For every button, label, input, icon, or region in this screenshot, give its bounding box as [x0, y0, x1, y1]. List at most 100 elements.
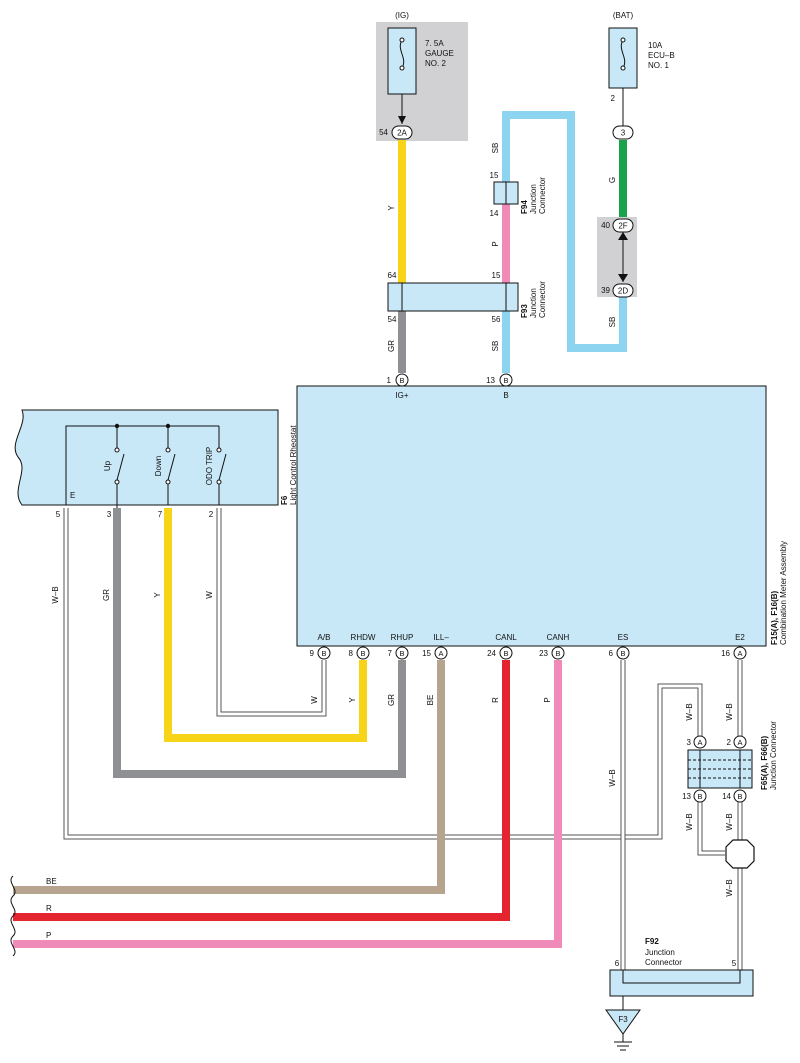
f92-pin-right: 5	[732, 959, 737, 968]
splice-point	[725, 839, 755, 869]
f92-pin-left: 6	[615, 959, 620, 968]
pin-connector-label: B	[503, 376, 508, 385]
ground-triangle	[605, 1009, 641, 1035]
wire-label-y-left: Y	[153, 592, 162, 598]
f94-name2: Connector	[538, 177, 547, 214]
f6-box	[14, 409, 279, 506]
meter-top-pin: 13 B B	[486, 373, 513, 400]
bat-pin-top: 2	[611, 94, 616, 103]
arrow-up-icon	[618, 232, 628, 240]
f94-junction-connector: 15 14 F94 Junction Connector	[490, 171, 547, 218]
f6-light-control-rheostat: Up Down ODO TRIP E 5 3 7 2 F6 Light Cont…	[14, 409, 298, 519]
pin-number: 3	[687, 738, 692, 747]
ig-connector-label: 2A	[397, 129, 407, 138]
pin-number: 15	[422, 649, 431, 658]
pin-connector-label: A	[438, 649, 443, 658]
wavy-break-icon	[10, 875, 16, 957]
switch-down: Down	[154, 426, 176, 505]
f93-code: F93	[520, 304, 529, 318]
pin-number: 24	[487, 649, 496, 658]
ig-fuse-name1: GAUGE	[425, 49, 454, 58]
meter-name: Combination Meter Assembly	[779, 541, 788, 645]
pin-connector	[499, 646, 513, 660]
wire-label-w-ab: W	[310, 696, 319, 704]
wire-label-wb-es: W–B	[608, 769, 617, 786]
inline-top-pin: 40	[601, 221, 610, 230]
ig-fuse: (IG) 7. 5A GAUGE NO. 2 54 2A	[379, 11, 454, 140]
switch-down-label: Down	[154, 456, 163, 476]
meter-box	[296, 385, 767, 647]
bat-fuse-box	[608, 27, 638, 89]
pin-number: 9	[310, 649, 315, 658]
f92-junction-connector: F92 Junction Connector 6 5	[609, 937, 754, 997]
f65-code: F65(A), F66(B)	[760, 735, 769, 790]
pin-connector	[733, 646, 747, 660]
f6-pin-3: 3	[107, 510, 112, 519]
wire-label-sb-right: SB	[608, 317, 617, 328]
f94-pin-bot: 14	[490, 209, 499, 218]
pin-label: E2	[735, 633, 745, 642]
wire-label-be: BE	[426, 695, 435, 706]
pin-connector	[733, 789, 747, 803]
pin-connector	[395, 373, 409, 387]
offpage-connectors: BE R P	[10, 875, 57, 957]
wire-label-wb-e2: W–B	[725, 703, 734, 720]
ig-connector	[391, 125, 413, 140]
bat-fuse-name2: NO. 1	[648, 61, 669, 70]
pin-connector-label: B	[697, 792, 702, 801]
pin-connector-label: A	[697, 738, 702, 747]
pin-connector	[499, 373, 513, 387]
f92-name1: Junction	[645, 948, 675, 957]
f93-name1: Junction	[529, 288, 538, 318]
wire-label-p-canh: P	[543, 697, 552, 702]
wire-label-sb-mid: SB	[491, 341, 500, 352]
f65-name: Junction Connector	[769, 721, 778, 790]
wire-label-gr-top: GR	[387, 340, 396, 352]
f6-pin-2: 2	[209, 510, 214, 519]
pin-connector	[551, 646, 565, 660]
pin-number: 2	[727, 738, 732, 747]
pin-label: A/B	[318, 633, 331, 642]
bat-fuse-amp: 10A	[648, 41, 663, 50]
wire-label-r: R	[491, 697, 500, 703]
pin-label: RHUP	[391, 633, 414, 642]
wire-ill-tan	[13, 660, 445, 894]
switch-up: Up	[103, 426, 125, 505]
pin-number: 7	[388, 649, 393, 658]
pin-label: RHDW	[351, 633, 376, 642]
fuse-icon	[620, 39, 626, 69]
inline-connector: 40 2F 39 2D	[601, 218, 634, 298]
f93-junction-connector: 64 15 54 56 F93 Junction Connector	[387, 271, 547, 324]
wire-ab-white	[217, 508, 326, 716]
fuse-icon	[399, 39, 405, 69]
f6-e-label: E	[70, 491, 75, 500]
pin-label: CANH	[547, 633, 570, 642]
f93-pin-bl: 54	[388, 315, 397, 324]
pin-connector	[356, 646, 370, 660]
ig-fuse-name2: NO. 2	[425, 59, 446, 68]
meter-code: F15(A), F16(B)	[770, 590, 779, 645]
pin-connector-label: B	[737, 792, 742, 801]
wire-f65-13-outline	[697, 800, 725, 856]
wire-label-wb-f65-13: W–B	[685, 813, 694, 830]
wire-label-wb-splice: W–B	[725, 879, 734, 896]
pin-connector-label: B	[360, 649, 365, 658]
inline-bot-conn-label: 2D	[618, 287, 628, 296]
pin-number: 1	[387, 376, 392, 385]
meter-top-pin: 1 B IG+	[387, 373, 409, 400]
bat-fuse-name1: ECU–B	[648, 51, 675, 60]
f93-pin-tr: 15	[492, 271, 501, 280]
ig-fuse-amp: 7. 5A	[425, 39, 444, 48]
switch-odo-trip-label: ODO TRIP	[205, 447, 214, 486]
pin-connector	[616, 646, 630, 660]
f94-pin-top: 15	[490, 171, 499, 180]
